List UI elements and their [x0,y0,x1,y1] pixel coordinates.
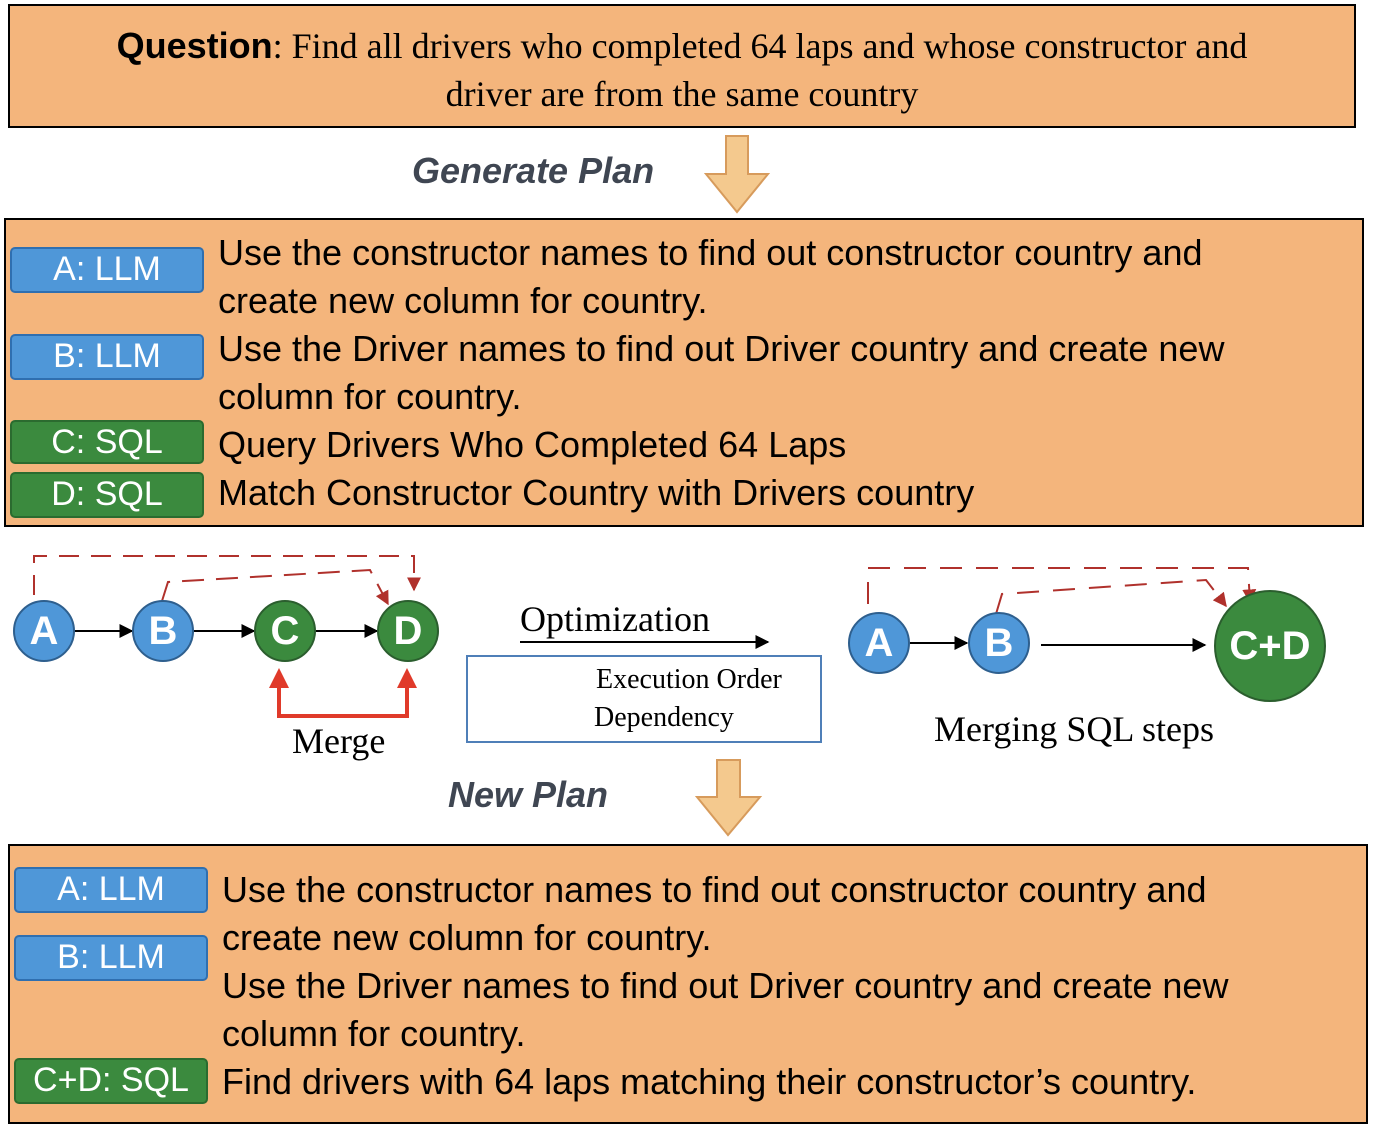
node-b-after: B [968,612,1030,674]
generate-plan-arrow [703,135,771,214]
new-plan-tag-a: A: LLM [14,867,208,913]
node-a: A [13,600,75,662]
dependency-a-d [33,555,421,595]
plan-tag-d: D: SQL [10,472,204,518]
plan-step-a-line-1: Use the constructor names to find out co… [218,232,1203,273]
dependency-b-cd [995,578,1227,615]
new-plan-step-cd: Find drivers with 64 laps matching their… [222,1061,1197,1102]
merge-bracket [277,668,417,718]
optimization-label: Optimization [520,599,710,639]
node-d: D [377,600,439,662]
plan-box [4,218,1364,527]
legend-dependency-label: Dependency [594,702,734,733]
node-a-after: A [848,612,910,674]
new-plan-tag-b: B: LLM [14,935,208,981]
legend-box [466,655,822,743]
node-b: B [132,600,194,662]
new-plan-step-b-line-2: column for country. [222,1013,526,1054]
new-plan-tag-cd: C+D: SQL [14,1058,208,1104]
dependency-a-cd [867,567,1257,604]
plan-step-b-line-2: column for country. [218,376,522,417]
question-label: Question [116,25,273,66]
merge-label: Merge [292,721,386,761]
plan-step-c: Query Drivers Who Completed 64 Laps [218,424,847,465]
node-cd-after: C+D [1214,590,1326,702]
new-plan-step-a-line-2: create new column for country. [222,917,712,958]
question-box: Question: Find all drivers who completed… [8,4,1356,128]
plan-tag-b: B: LLM [10,334,204,380]
question-line-1: Question: Find all drivers who completed… [10,22,1354,70]
new-plan-heading: New Plan [448,774,609,815]
question-text-2: driver are from the same country [445,74,919,114]
node-c: C [254,600,316,662]
merging-caption: Merging SQL steps [934,709,1215,749]
plan-step-b-line-1: Use the Driver names to find out Driver … [218,328,1225,369]
legend-execution-label: Execution Order [596,664,782,695]
question-text-1: Find all drivers who completed 64 laps a… [291,26,1248,66]
question-separator: : [272,26,292,66]
plan-step-d: Match Constructor Country with Drivers c… [218,472,975,513]
plan-tag-a: A: LLM [10,247,204,293]
new-plan-step-a-line-1: Use the constructor names to find out co… [222,869,1207,910]
plan-step-a-line-2: create new column for country. [218,280,708,321]
dependency-b-d [161,568,389,606]
generate-plan-heading: Generate Plan [412,150,655,191]
new-plan-arrow [694,759,763,837]
new-plan-step-b-line-1: Use the Driver names to find out Driver … [222,965,1229,1006]
new-plan-box [8,844,1368,1124]
plan-tag-c: C: SQL [10,420,204,464]
